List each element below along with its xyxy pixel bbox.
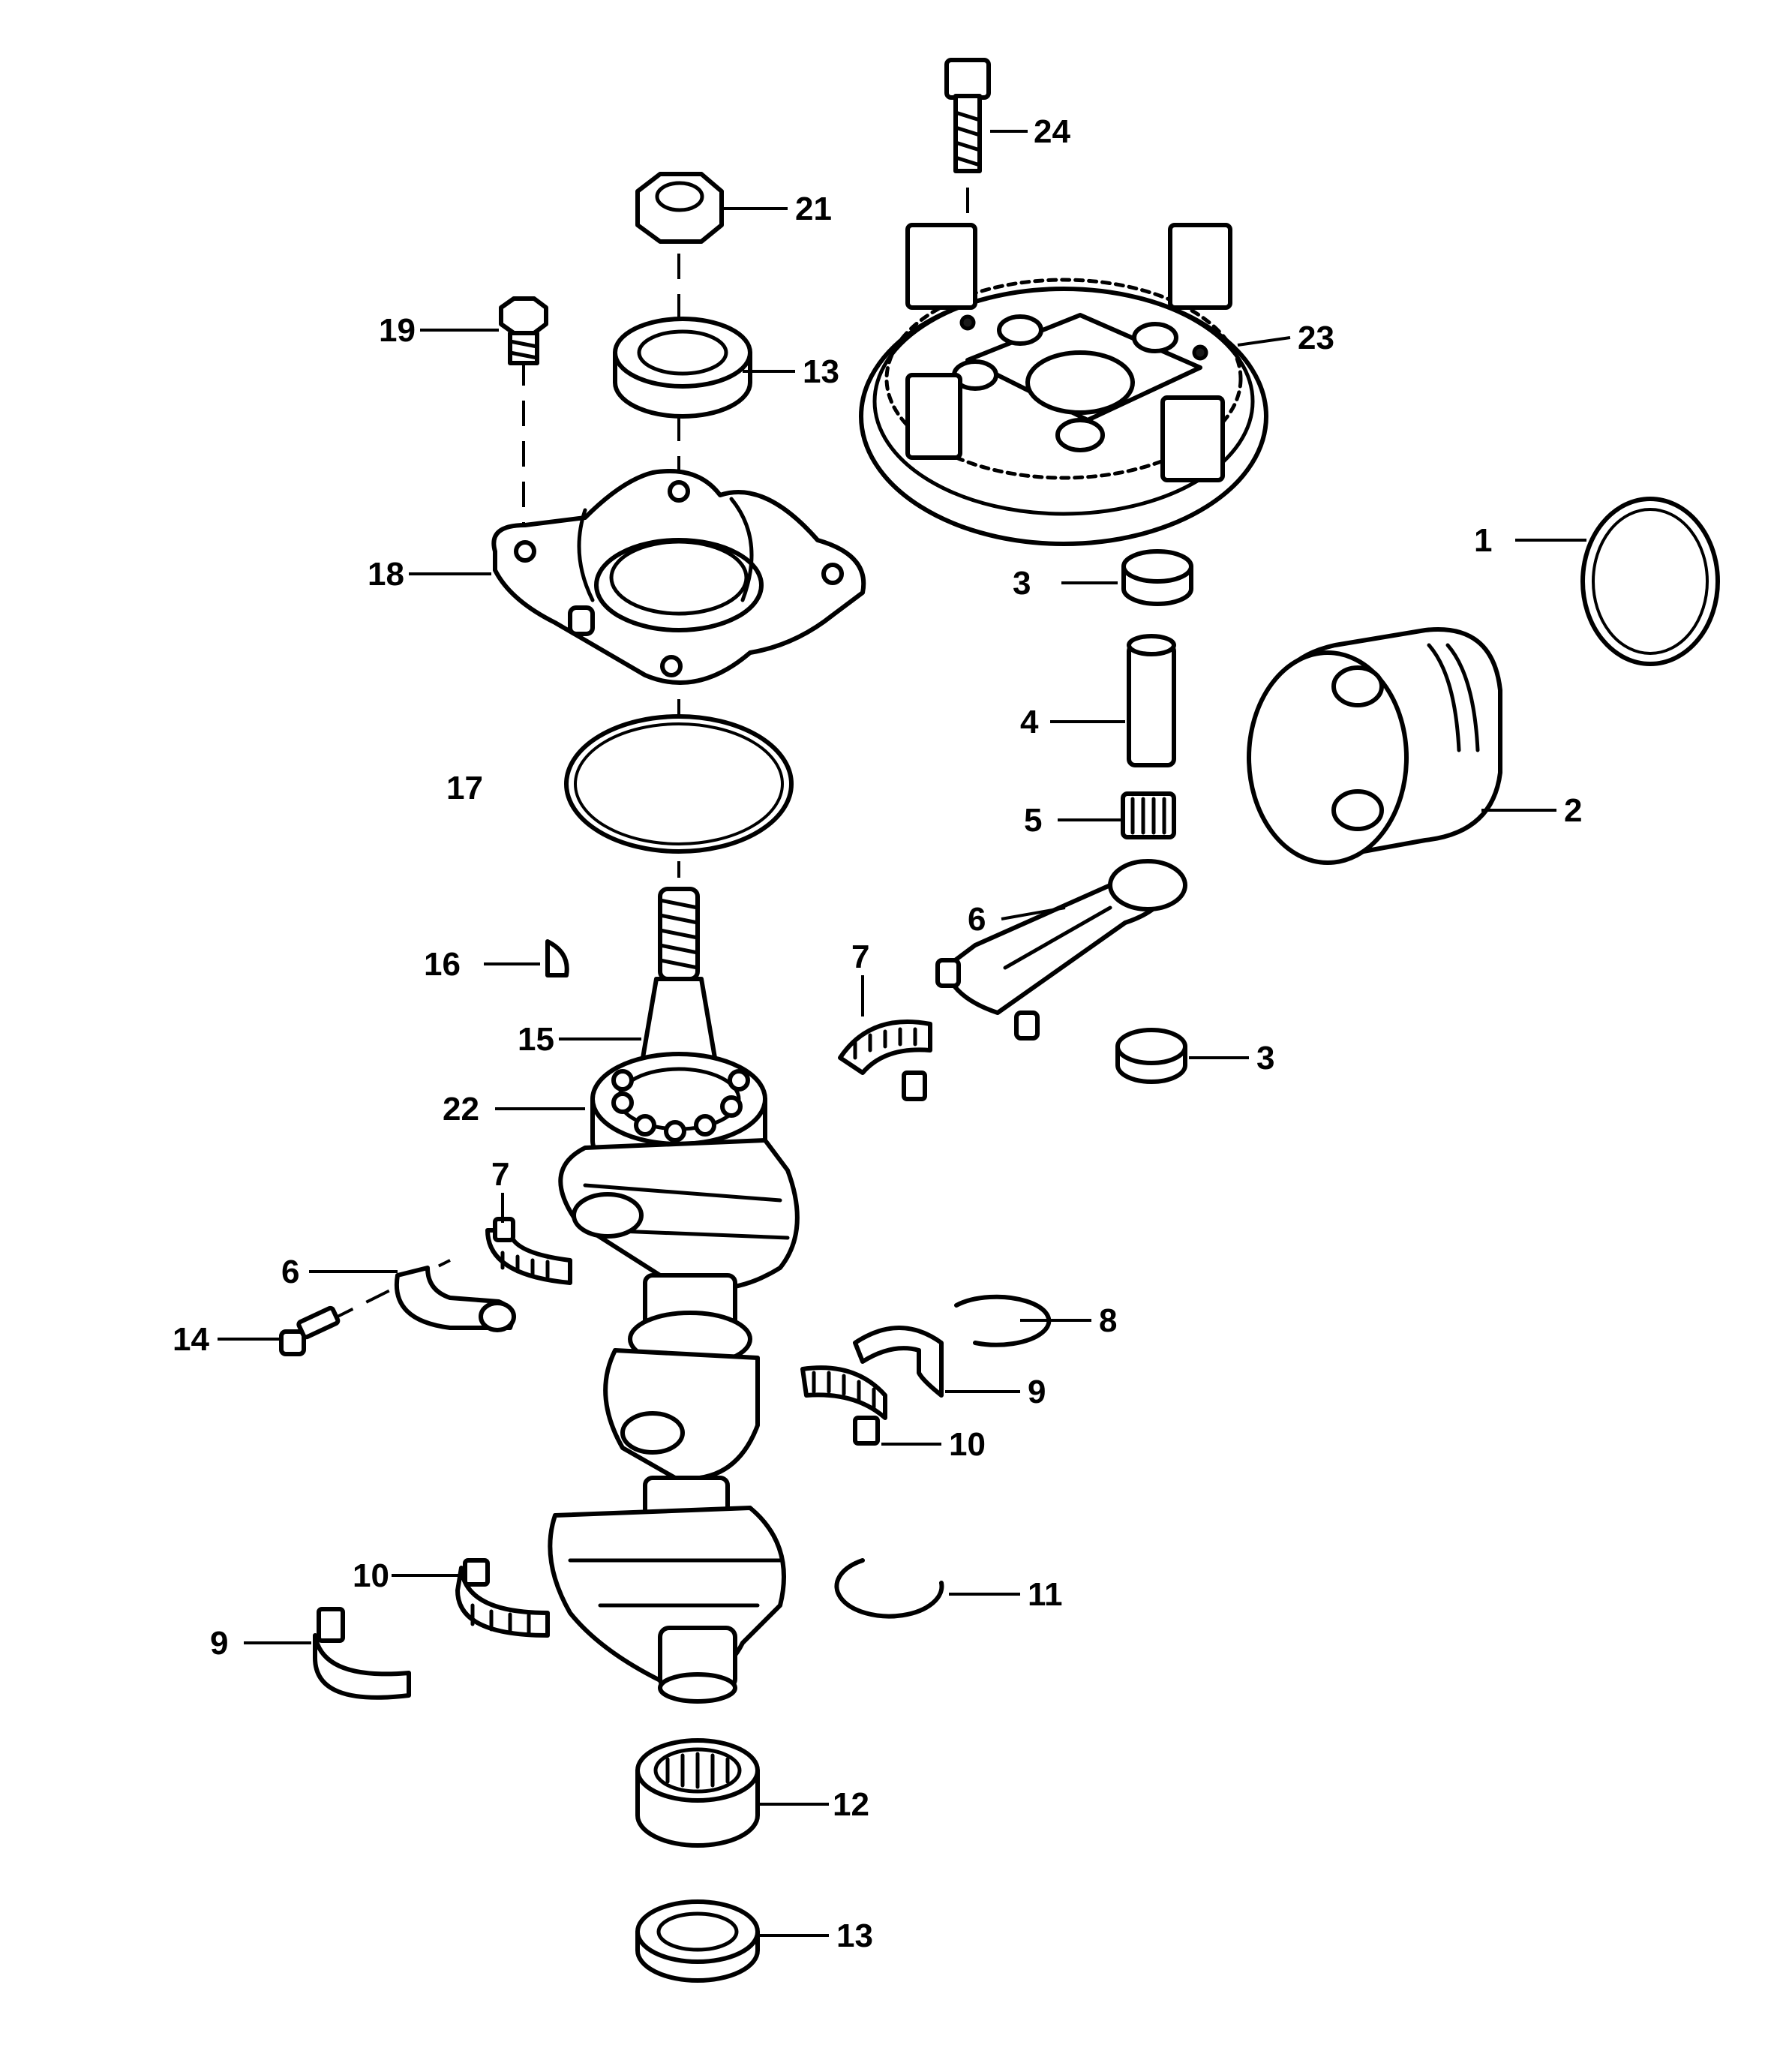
rod-bolt-axis-line: [329, 1259, 451, 1322]
callout-3-lower: 3: [1256, 1040, 1274, 1077]
callout-18: 18: [368, 556, 404, 593]
part-2-piston: [1247, 627, 1502, 865]
part-8-retaining-ring: [954, 1294, 1052, 1347]
callout-9-left: 9: [210, 1625, 228, 1662]
part-17-o-ring: [564, 714, 794, 854]
callout-2: 2: [1564, 792, 1582, 829]
callout-8: 8: [1099, 1302, 1117, 1339]
part-7-needle-cage-right: [838, 1019, 932, 1101]
callout-6-rod: 6: [968, 901, 986, 938]
leader-lines: [218, 130, 1586, 1937]
part-6-rod-cap: [394, 1266, 516, 1332]
part-6-connecting-rod: [935, 859, 1187, 1041]
part-10-needle-cage-right: [800, 1365, 887, 1446]
callout-3-upper: 3: [1013, 565, 1031, 602]
part-24-screw: [944, 58, 991, 173]
callout-13-bottom: 13: [836, 1917, 873, 1954]
callout-12: 12: [833, 1786, 869, 1823]
callout-11: 11: [1028, 1576, 1063, 1613]
part-7-needle-cage-left: [485, 1217, 572, 1285]
part-23-stator-plate: [859, 223, 1268, 546]
part-10-needle-cage-left: [455, 1558, 550, 1638]
callout-6-cap: 6: [281, 1254, 299, 1290]
callout-23: 23: [1298, 320, 1334, 356]
callout-14: 14: [173, 1321, 209, 1358]
part-11-retaining-ring: [834, 1558, 944, 1619]
part-9-race-left: [313, 1607, 411, 1700]
callout-1: 1: [1474, 522, 1492, 559]
part-18-end-cap: [491, 469, 866, 685]
part-5-needle-bearing: [1121, 791, 1176, 839]
callout-10-left: 10: [353, 1557, 389, 1594]
part-19-bolt: [499, 296, 548, 365]
part-4-wrist-pin: [1127, 634, 1176, 767]
part-9-race-right: [853, 1326, 944, 1398]
part-3-bearing-cup-lower: [1115, 1028, 1187, 1084]
callout-24: 24: [1034, 113, 1070, 150]
part-13-seal-top: [613, 317, 752, 419]
part-12-roller-bearing: [635, 1738, 760, 1848]
part-3-bearing-cup-upper: [1121, 549, 1193, 606]
callout-4: 4: [1020, 704, 1039, 740]
part-21-nut: [635, 172, 724, 244]
part-13-seal-bottom: [635, 1899, 760, 1983]
callout-9-right: 9: [1028, 1374, 1046, 1410]
callout-13-top: 13: [803, 353, 839, 390]
callout-10-right: 10: [949, 1426, 986, 1463]
callout-7-right: 7: [851, 938, 869, 975]
callout-7-left: 7: [491, 1156, 509, 1193]
part-16-key: [545, 939, 569, 977]
crankshaft-assembly: [548, 887, 800, 1704]
callout-19: 19: [379, 312, 416, 349]
callout-5: 5: [1024, 802, 1042, 839]
callout-17: 17: [446, 770, 483, 806]
part-14-rod-bolt: [279, 1305, 341, 1356]
part-1-piston-ring: [1580, 497, 1720, 666]
callout-21: 21: [795, 191, 832, 227]
callout-15: 15: [518, 1021, 554, 1058]
callout-16: 16: [424, 946, 461, 983]
callout-22: 22: [443, 1091, 479, 1128]
